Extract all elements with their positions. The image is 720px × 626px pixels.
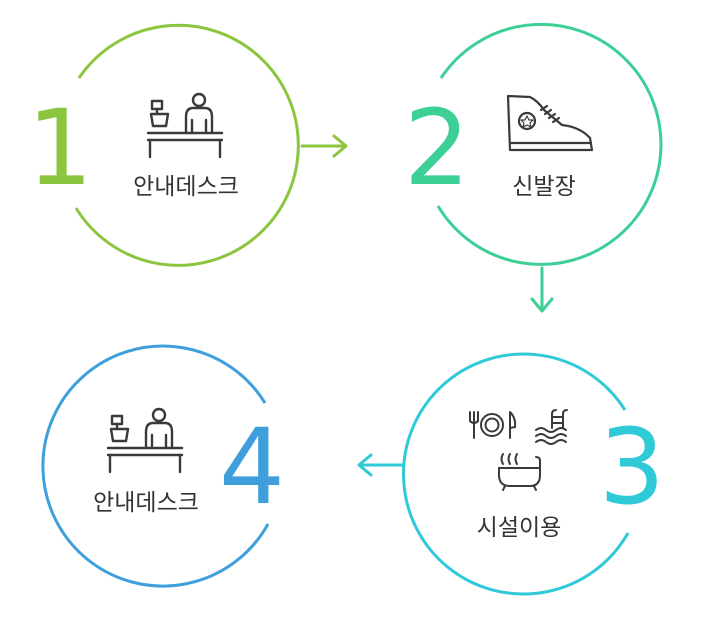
step-3-circle — [402, 352, 630, 596]
reception-desk-icon — [106, 407, 184, 474]
reception-desk-icon — [146, 92, 224, 159]
step-3-label: 시설이용 — [477, 515, 562, 541]
step-3-number: 3 — [599, 406, 665, 528]
step-3: 3 시설이용 — [402, 352, 665, 596]
step-4: 4 안내데스크 — [41, 344, 285, 588]
step-2-circle — [436, 22, 663, 266]
swimming-pool-icon — [535, 409, 568, 445]
step-2: 2 신발장 — [404, 22, 663, 266]
step-1-label: 안내데스크 — [133, 174, 239, 200]
arrow-left — [357, 453, 405, 477]
arrow-right — [300, 134, 348, 158]
arrow-down — [530, 266, 554, 313]
dining-icon — [469, 411, 517, 439]
step-1-number: 1 — [27, 87, 93, 209]
step-4-number: 4 — [219, 406, 285, 528]
step-1: 1 안내데스크 — [27, 23, 300, 267]
step-2-number: 2 — [404, 87, 470, 209]
sneaker-icon — [506, 94, 594, 152]
bathtub-icon — [498, 453, 541, 491]
step-4-label: 안내데스크 — [93, 490, 199, 516]
step-4-circle — [41, 344, 270, 588]
step-1-circle — [74, 23, 300, 267]
step-2-label: 신발장 — [512, 174, 575, 200]
